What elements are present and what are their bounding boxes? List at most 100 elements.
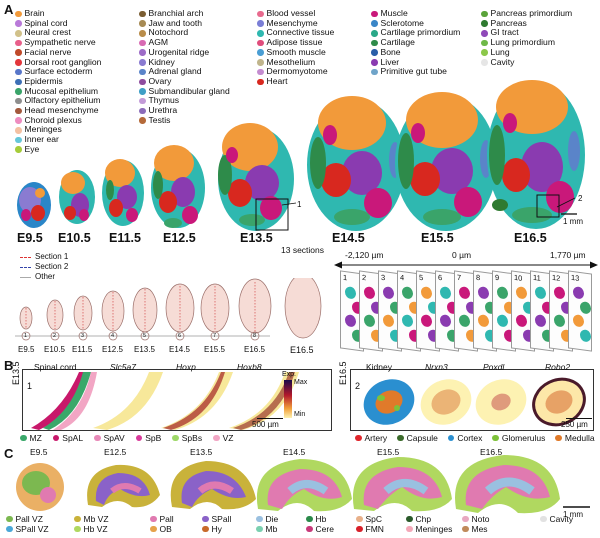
- legend-swatch: [15, 117, 22, 124]
- stage-label-e10-5: E10.5: [58, 231, 91, 245]
- legend-swatch: [139, 117, 146, 124]
- legend-swatch: [139, 10, 146, 18]
- legend-swatch: [371, 49, 378, 56]
- legend-item: Mb VZ: [74, 514, 109, 524]
- panel-b-right-title-4: Robo2: [545, 362, 571, 372]
- section-stage-label: E16.5: [244, 345, 265, 354]
- panel-b-right-title-3: Poxdl: [483, 362, 505, 372]
- section-slice-tissue: [459, 286, 470, 300]
- legend-item: Neural crest: [15, 28, 101, 38]
- legend-item: Olfactory epithelium: [15, 96, 101, 106]
- legend-swatch: [139, 59, 146, 66]
- legend-item: Branchial arch: [139, 8, 230, 19]
- section-slice-num: 4: [400, 272, 405, 283]
- legend-swatch: [172, 434, 179, 442]
- legend-swatch: [355, 434, 362, 442]
- section-stage-row: E9.5 E10.5 E11.5 E12.5 E13.5 E14.5 E15.5…: [0, 345, 330, 357]
- legend-label: Pall: [159, 514, 174, 524]
- legend-swatch: [257, 39, 264, 47]
- legend-swatch: [139, 88, 146, 95]
- legend-swatch: [481, 20, 488, 27]
- circle-num: 4: [111, 333, 115, 339]
- legend-item: Cere: [306, 524, 334, 534]
- legend-label: Primitive gut tube: [380, 66, 447, 77]
- legend-label: Testis: [148, 114, 171, 125]
- embryo-e16-5-shape: [487, 80, 585, 229]
- legend-label: Blood vessel: [266, 8, 316, 18]
- stage-label-e16-5: E16.5: [514, 231, 547, 245]
- legend-swatch: [371, 68, 378, 76]
- section-slice-num: 5: [419, 272, 424, 283]
- legend-swatch: [94, 434, 101, 442]
- legend-label: Meninges: [24, 124, 62, 135]
- legend-item: SPall VZ: [6, 524, 49, 534]
- legend-item: Facial nerve: [15, 47, 101, 58]
- stage-label-e15-5: E15.5: [421, 231, 454, 245]
- legend-item: Pall: [150, 514, 174, 524]
- legend-item: Spinal cord: [15, 18, 101, 29]
- legend-item: Meninges: [15, 125, 101, 135]
- legend-label: Dorsal root ganglion: [24, 56, 102, 67]
- embryo-e12-5-shape: [151, 145, 205, 228]
- legend-label: SPall VZ: [15, 524, 49, 534]
- circle-num: 2: [53, 333, 57, 339]
- legend-label: Sympathetic nerve: [24, 37, 96, 48]
- legend-item: Die: [256, 514, 278, 524]
- legend-item: Cavity: [540, 514, 573, 524]
- legend-label: Mb VZ: [83, 514, 109, 524]
- legend-label: Muscle: [380, 8, 408, 18]
- exp-colorbar: [284, 380, 292, 418]
- legend-item: Chp: [406, 514, 452, 524]
- exp-min-label: Min: [294, 411, 306, 418]
- legend-item: Mesothelium: [257, 57, 334, 68]
- legend-swatch: [15, 10, 22, 18]
- legend-item: Adrenal gland: [139, 67, 230, 77]
- section-slice-tissue: [516, 314, 527, 328]
- legend-item: FMN: [356, 524, 384, 534]
- legend-swatch: [406, 525, 413, 533]
- panel-b-right-kidneys: [363, 377, 586, 427]
- section-slice-tissue: [383, 286, 394, 300]
- legend-swatch: [462, 525, 469, 533]
- panel-c-stage-5: E15.5: [377, 447, 400, 457]
- legend-label: Hy: [211, 524, 222, 534]
- section-slice-num: 6: [438, 272, 443, 283]
- legend-label: Cartilage primordium: [380, 27, 461, 38]
- section-slice-tissue: [554, 286, 565, 300]
- legend-item: Ovary: [139, 76, 230, 87]
- legend-item: Thymus: [139, 96, 230, 106]
- legend-swatch: [15, 39, 22, 47]
- legend-swatch: [256, 525, 263, 533]
- legend-swatch: [202, 515, 209, 523]
- legend-label: Pancreas: [490, 17, 527, 28]
- legend-item: Epidermis: [15, 76, 101, 87]
- legend-label: Cortex: [457, 433, 483, 443]
- legend-swatch: [15, 49, 22, 56]
- panel-b-left-title-4: Hoxb8: [237, 362, 262, 372]
- legend-swatch: [256, 515, 263, 523]
- legend-label: MZ: [29, 433, 42, 443]
- legend-item: Mesenchyme: [257, 18, 334, 29]
- legend-swatch: [74, 525, 81, 533]
- legend-label: Lung: [490, 46, 510, 57]
- section-slice-tissue: [497, 314, 508, 328]
- legend-swatch: [306, 525, 313, 533]
- legend-label: Neural crest: [24, 27, 71, 38]
- legend-label: Cavity: [549, 514, 574, 524]
- section-slice-num: 1: [343, 272, 348, 283]
- legend-swatch: [15, 30, 22, 37]
- legend-item: Jaw and tooth: [139, 18, 230, 29]
- legend-label: Meninges: [415, 524, 453, 534]
- legend-item: Pancreas: [481, 17, 572, 29]
- legend-label: Head mesenchyme: [24, 105, 99, 116]
- section-stage-label: E13.5: [134, 345, 155, 354]
- legend-swatch: [257, 68, 264, 76]
- section-slice-tissue: [580, 301, 591, 315]
- panel-b-left-title-3: Hoxp: [176, 362, 196, 372]
- legend-label: Submandibular gland: [148, 85, 230, 96]
- circle-num: 3: [81, 333, 85, 339]
- legend-swatch: [371, 20, 378, 27]
- legend-swatch: [540, 515, 547, 523]
